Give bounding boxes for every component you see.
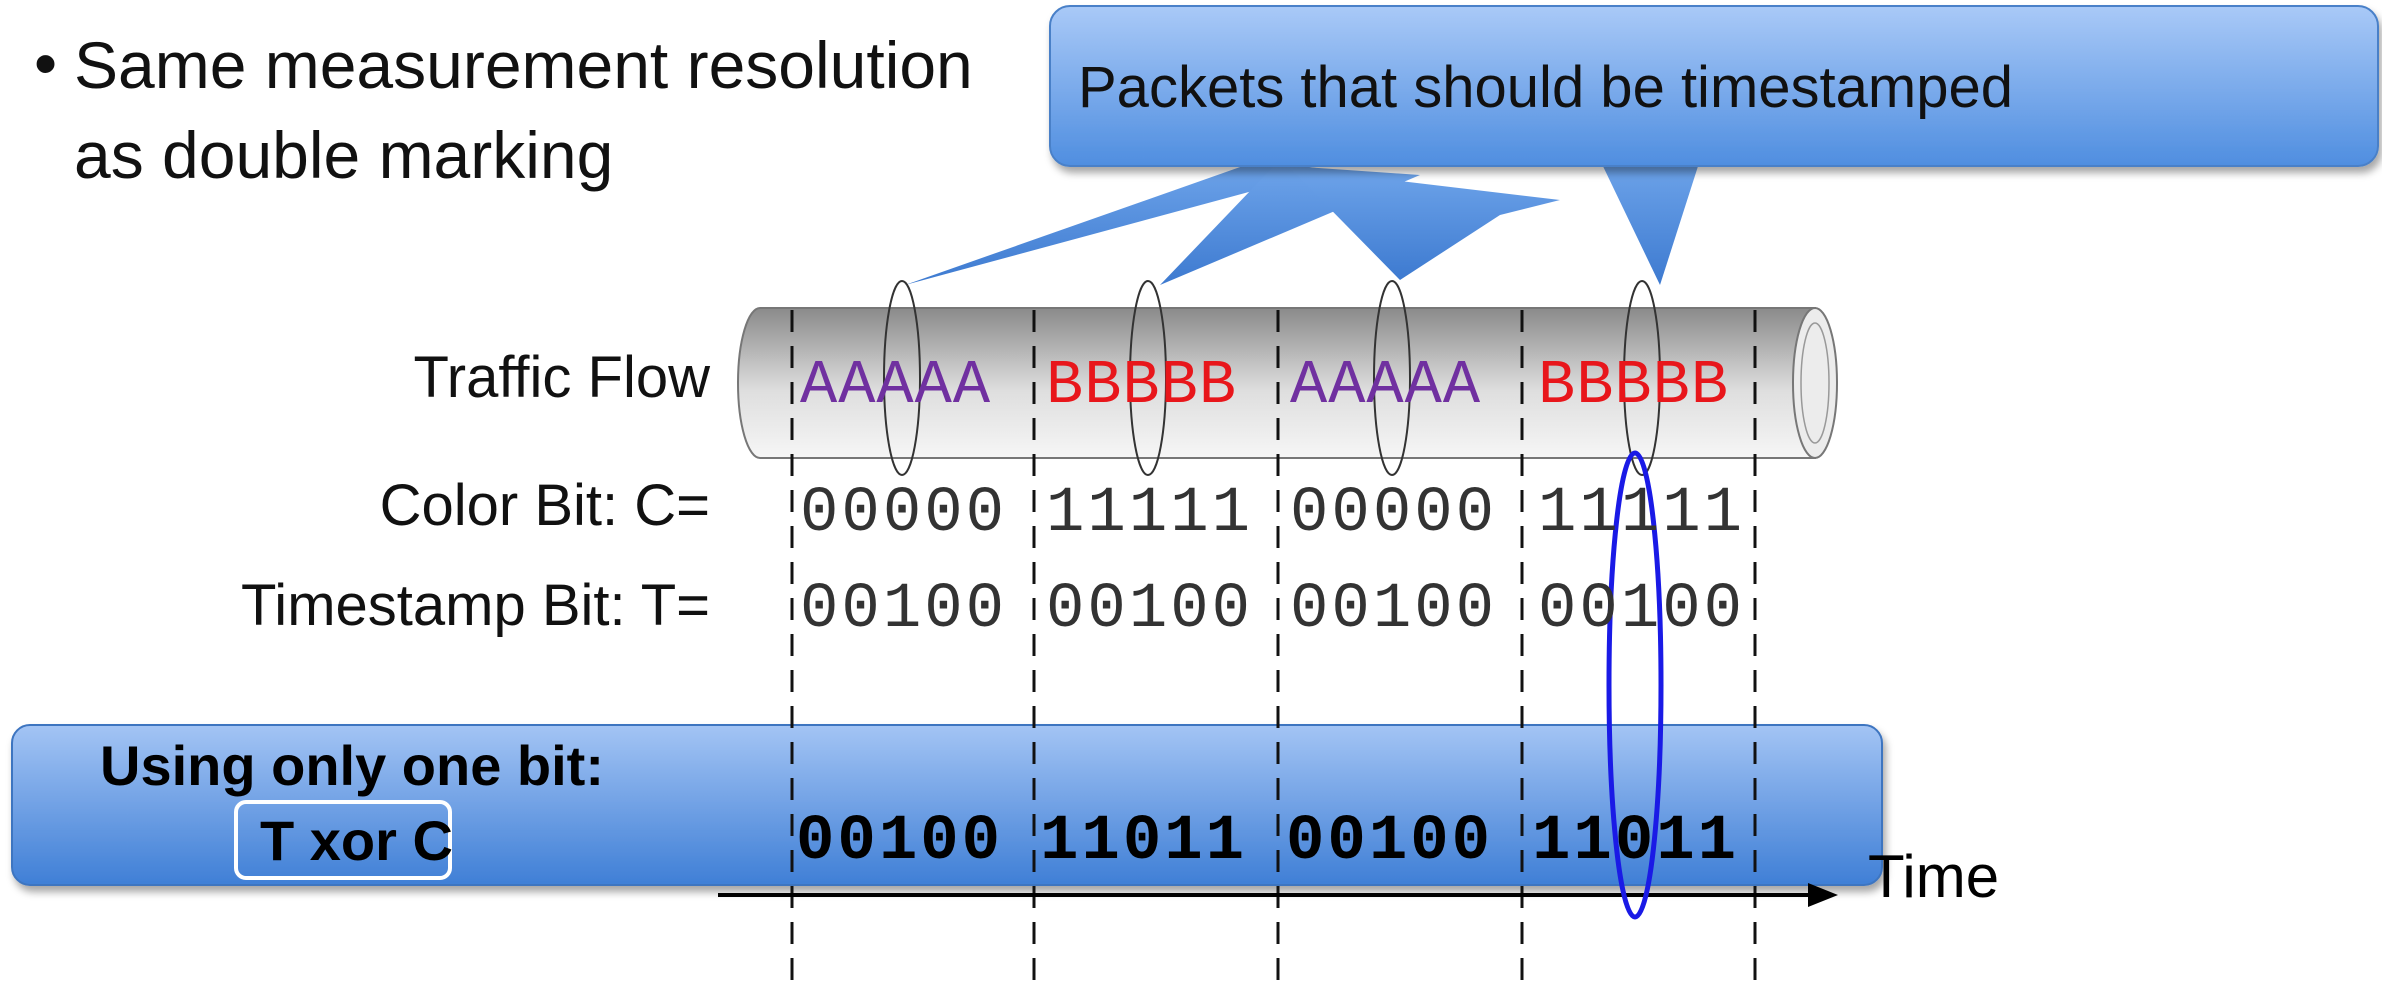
segment-4-xor-bits: 11011 — [1532, 806, 1740, 878]
highlight-ellipse — [1606, 450, 1664, 920]
time-axis — [718, 883, 1838, 907]
segment-3-xor-bits: 00100 — [1286, 806, 1494, 878]
segment-4-color-bits: 11111 — [1538, 478, 1746, 550]
result-banner — [11, 724, 1883, 886]
callout-pointer-4 — [1600, 160, 1700, 285]
callout-pointer-3 — [1290, 168, 1560, 280]
segment-2-timestamp-bits: 00100 — [1046, 574, 1254, 646]
callout-box — [1049, 5, 2379, 167]
segment-2-color-bits: 11111 — [1046, 478, 1254, 550]
segment-4-flow: BBBBB — [1538, 350, 1730, 421]
bullet-dot: • — [34, 26, 58, 100]
banner-title: Using only one bit: — [100, 734, 604, 797]
segment-3-timestamp-bits: 00100 — [1290, 574, 1498, 646]
packet-markers — [883, 280, 1661, 476]
packet-marker-4 — [1623, 280, 1661, 476]
time-axis-arrowhead — [1808, 883, 1838, 907]
packet-marker-3 — [1373, 280, 1411, 476]
callout-pointers — [905, 160, 1700, 285]
bullet-line-2: as double marking — [74, 118, 614, 192]
segment-2-xor-bits: 11011 — [1040, 806, 1248, 878]
packet-marker-1 — [883, 280, 921, 476]
bullet-line-1: Same measurement resolution — [74, 28, 973, 102]
segment-1-xor-bits: 00100 — [796, 806, 1004, 878]
traffic-flow-label: Traffic Flow — [413, 345, 711, 410]
formula-box — [234, 800, 452, 880]
callout-pointer-1 — [905, 160, 1330, 285]
segment-1-timestamp-bits: 00100 — [800, 574, 1008, 646]
segment-3-color-bits: 00000 — [1290, 478, 1498, 550]
segment-3-flow: AAAAA — [1290, 350, 1482, 421]
formula-text: T xor C — [260, 809, 453, 872]
segment-1-flow: AAAAA — [800, 350, 992, 421]
time-axis-label: Time — [1868, 843, 2000, 910]
segment-4-timestamp-bits: 00100 — [1538, 574, 1746, 646]
callout-text: Packets that should be timestamped — [1078, 55, 2013, 120]
segment-dividers — [790, 310, 1757, 988]
packet-marker-2 — [1129, 280, 1167, 476]
timestamp-bit-label: Timestamp Bit: T= — [241, 573, 710, 638]
color-bit-label: Color Bit: C= — [379, 473, 710, 538]
segment-2-flow: BBBBB — [1046, 350, 1238, 421]
segment-1-color-bits: 00000 — [800, 478, 1008, 550]
